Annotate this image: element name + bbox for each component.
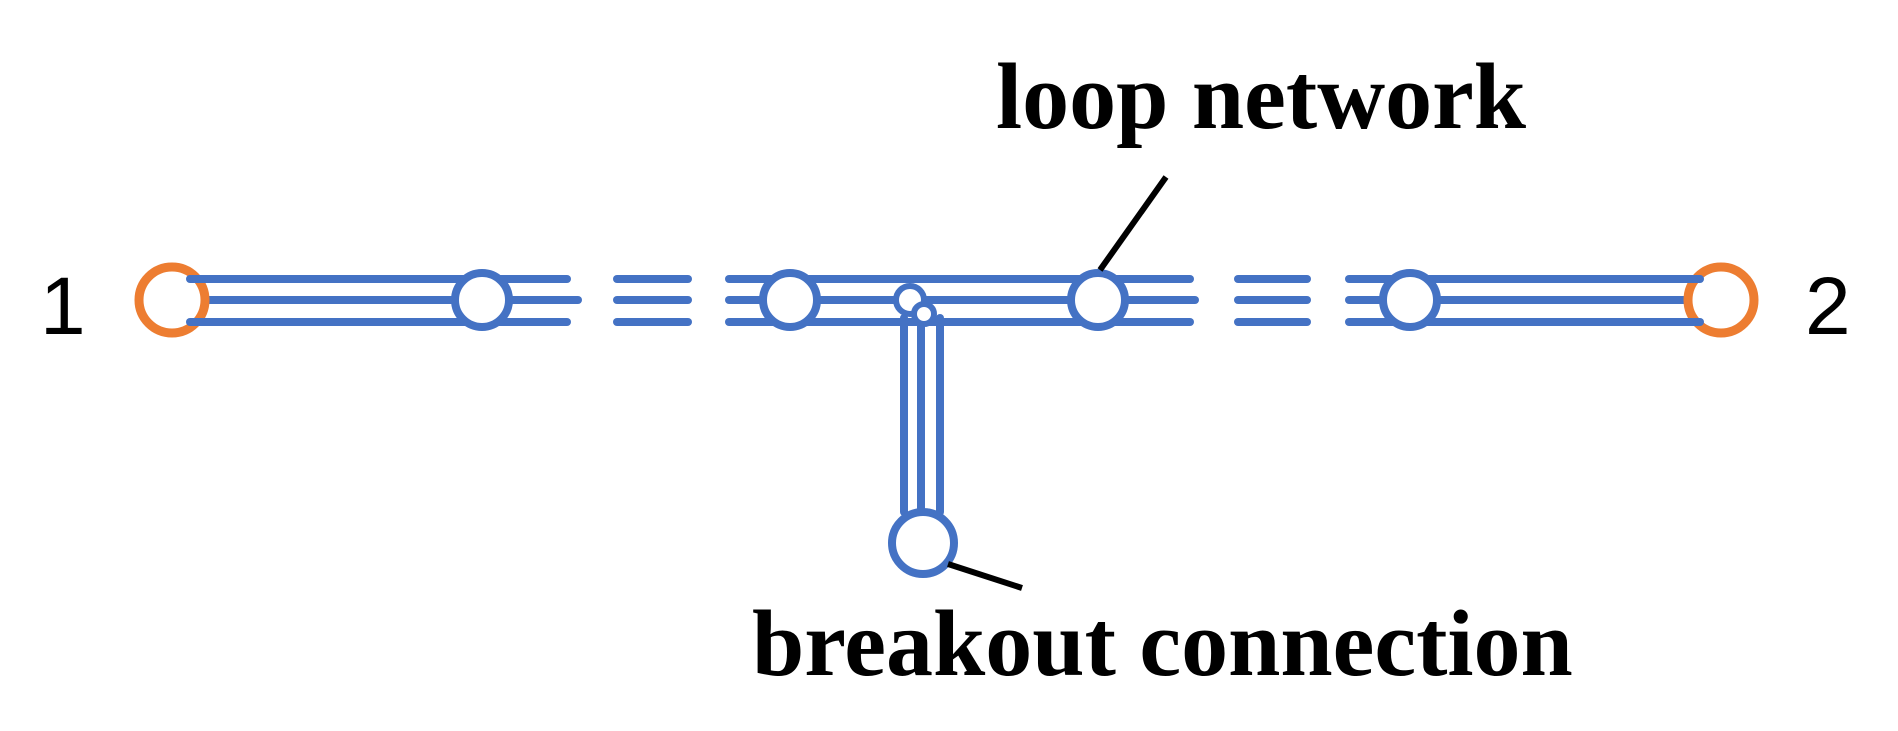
- network-node: [1379, 269, 1441, 331]
- endpoints: [134, 262, 1759, 338]
- loop-nodes: [451, 269, 1441, 578]
- breakout-connection-label: breakout connection: [752, 592, 1573, 696]
- endpoint-2-label: 2: [1805, 261, 1851, 352]
- endpoint-1-node: [134, 262, 210, 338]
- loop-network-label: loop network: [996, 45, 1527, 149]
- junction-node: [911, 301, 937, 327]
- network-node: [759, 269, 821, 331]
- loop-network-lines: [186, 275, 1699, 516]
- network-node: [451, 269, 513, 331]
- network-node: [1067, 269, 1129, 331]
- endpoint-2-node: [1683, 262, 1759, 338]
- loop-network-leader-line: [1097, 175, 1169, 272]
- endpoint-1-label: 1: [40, 261, 86, 352]
- endpoint-line-ends: [186, 275, 1704, 326]
- breakout-leader-line: [947, 561, 1023, 591]
- breakout-node: [888, 508, 958, 578]
